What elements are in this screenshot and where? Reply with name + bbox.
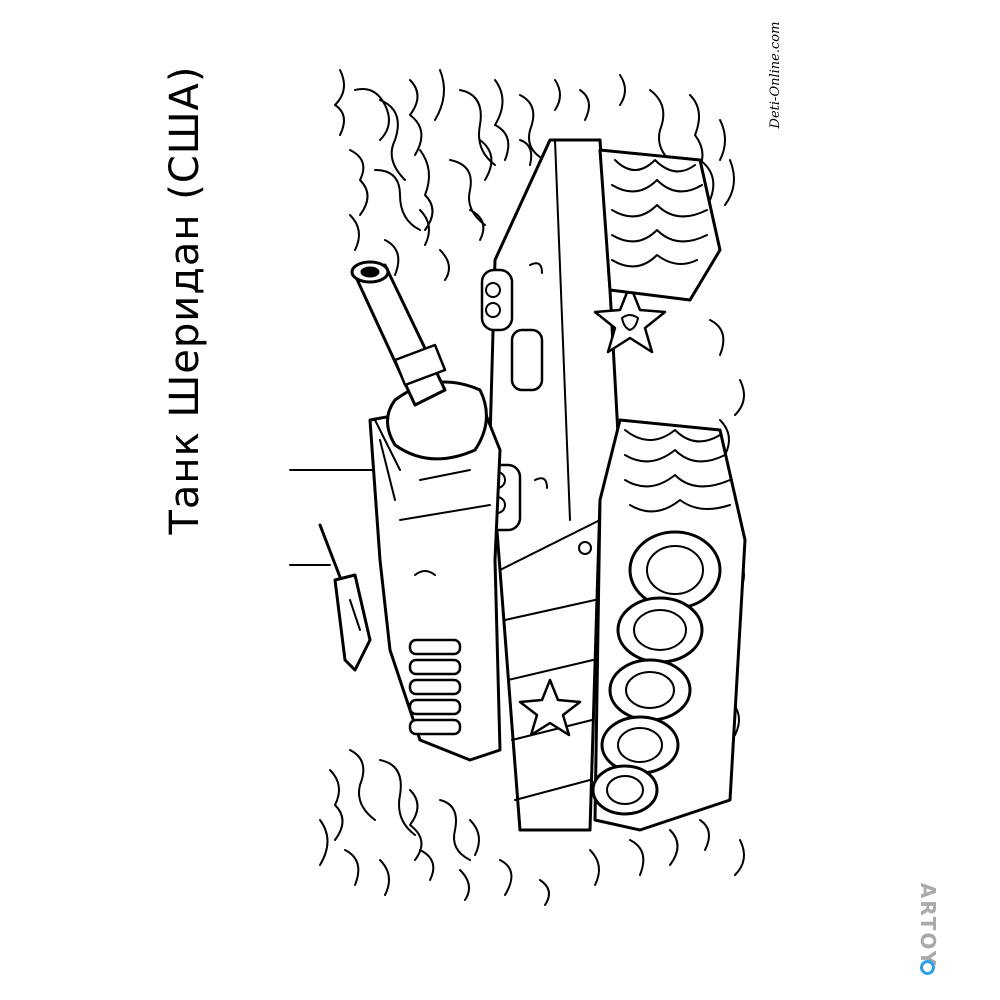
tank-track-rear [591, 418, 747, 832]
tank-turret [368, 380, 502, 762]
tank-hull [480, 138, 667, 832]
brand-logo-ring-icon [920, 960, 935, 975]
foliage-top [334, 69, 735, 281]
ground-lines [289, 469, 381, 566]
tank-gun-barrel [350, 260, 447, 407]
tank-track-front [598, 148, 722, 302]
tank-machine-gun [318, 523, 372, 672]
